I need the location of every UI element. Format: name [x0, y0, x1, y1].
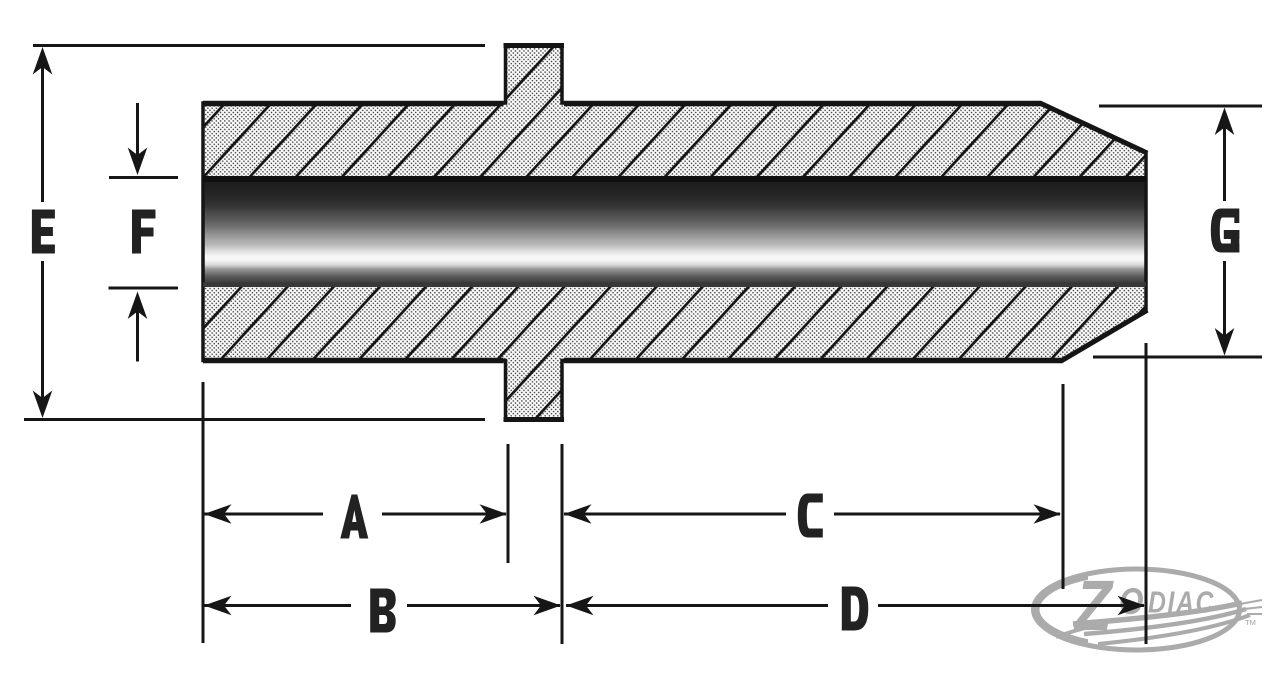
svg-text:TM: TM	[1245, 618, 1256, 627]
